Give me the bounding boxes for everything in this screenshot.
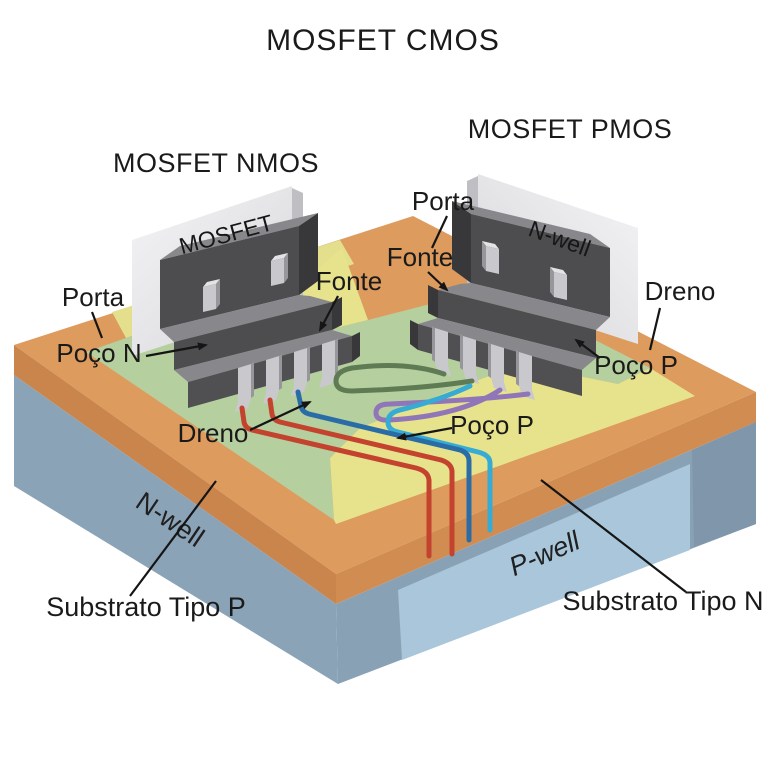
wire-green-loop	[333, 363, 475, 394]
label-dreno-right: Dreno	[645, 276, 716, 306]
label-poco-n: Poço N	[56, 338, 141, 368]
diagram-title: MOSFET CMOS	[266, 24, 500, 57]
rim-side-right	[336, 392, 756, 604]
heading-nmos: MOSFET NMOS	[113, 148, 319, 178]
wire-red-1	[239, 405, 432, 559]
mosfet-pmos-structure: N-well	[410, 174, 638, 400]
leader-dreno-center	[249, 401, 312, 431]
label-substrato-p: Substrato Tipo P	[46, 592, 246, 622]
label-substrato-n: Substrato Tipo N	[562, 586, 763, 616]
leader-fonte-pmos	[427, 271, 449, 292]
label-fonte-pmos: Fonte	[387, 242, 454, 272]
leader-fonte-nmos	[319, 295, 339, 332]
label-fonte-nmos: Fonte	[316, 266, 383, 296]
leader-substrato-p	[129, 480, 217, 597]
leader-poco-n	[145, 342, 208, 358]
leader-substrato-n	[540, 479, 687, 593]
label-porta-center: Porta	[412, 186, 475, 216]
heading-pmos: MOSFET PMOS	[468, 114, 673, 144]
label-poco-p-center: Poço P	[450, 410, 534, 440]
substrate-face-left	[14, 375, 338, 684]
label-poco-p-right: Poço P	[594, 350, 678, 380]
leader-porta-left	[90, 311, 104, 339]
leader-porta-center	[431, 215, 448, 249]
leader-poco-p-center	[396, 426, 453, 441]
label-porta-left: Porta	[62, 282, 125, 312]
leader-dreno-right	[648, 307, 662, 351]
wire-red-2	[267, 397, 455, 557]
pwell-panel	[398, 464, 690, 660]
substrate-corner-strip	[692, 422, 756, 547]
rim-side-left	[14, 345, 336, 604]
label-dreno-center: Dreno	[178, 418, 249, 448]
wire-purple-loop	[373, 387, 531, 423]
wire-cyan	[385, 383, 493, 533]
leader-poco-p-right	[574, 338, 601, 359]
leader-lines	[90, 215, 687, 597]
